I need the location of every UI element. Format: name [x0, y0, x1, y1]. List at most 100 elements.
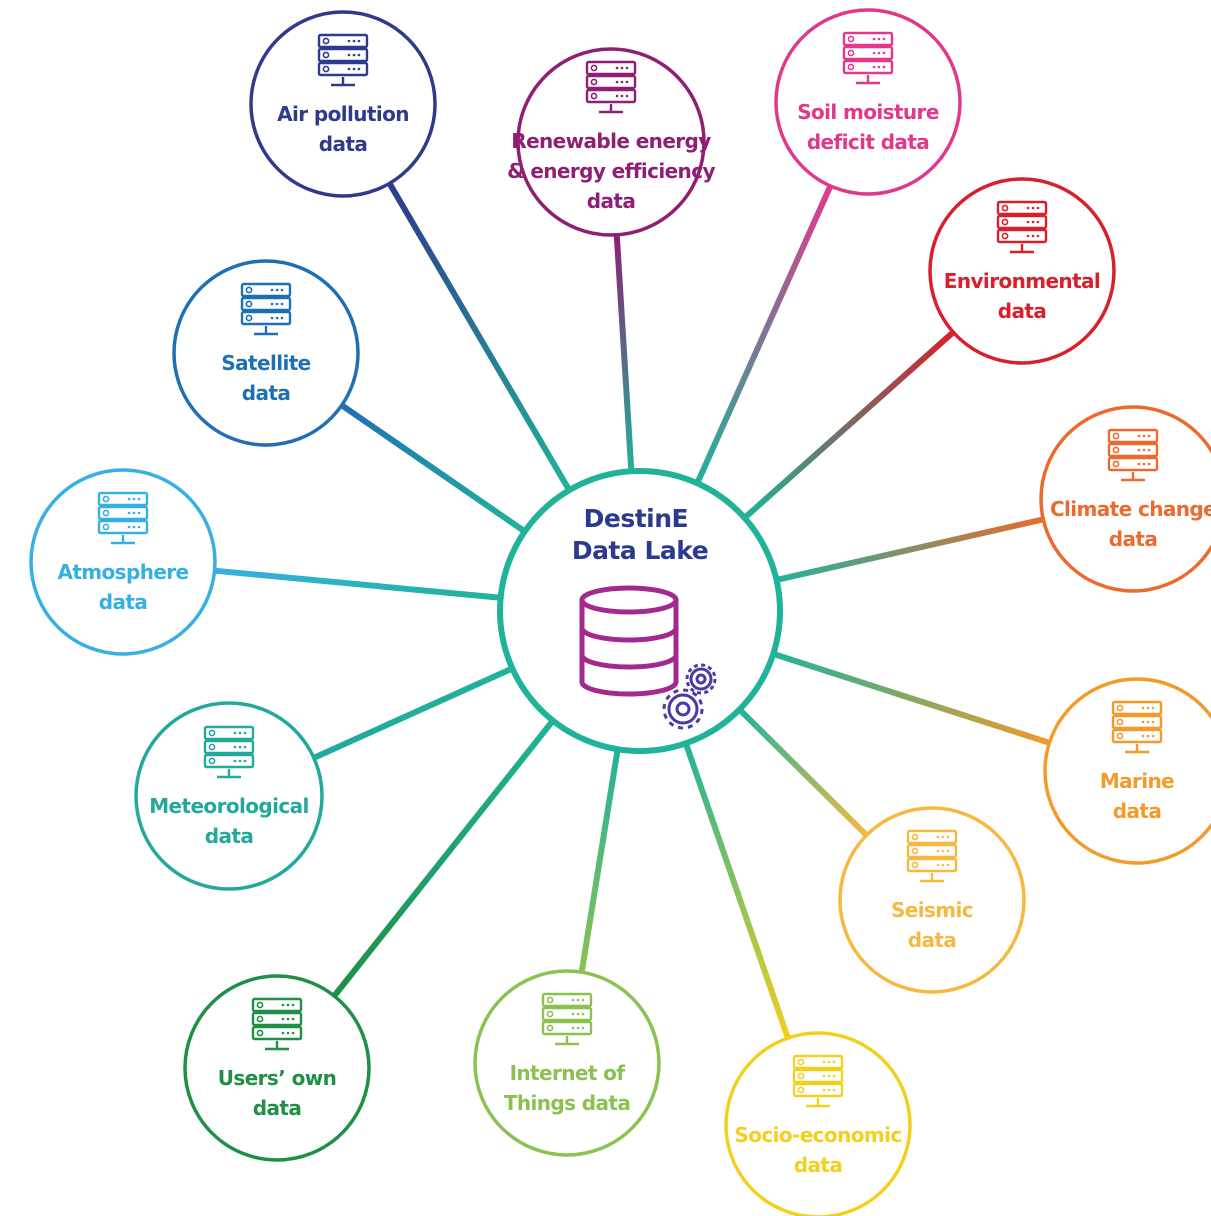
- node-atmosphere-ring: [29, 468, 217, 656]
- hub-title: DestinE Data Lake: [572, 504, 708, 565]
- server-rack-icon: [203, 725, 255, 779]
- node-marine-ring: [1043, 677, 1211, 865]
- connector-soil-moisture: [694, 184, 834, 485]
- node-label-line: data: [99, 590, 147, 614]
- node-label-line: Things data: [504, 1091, 630, 1115]
- node-users-own: Users’ own data: [183, 974, 371, 1162]
- hub-title-line-2: Data Lake: [572, 536, 708, 565]
- node-label-line: Meteorological: [149, 794, 309, 818]
- server-rack-icon: [317, 33, 369, 87]
- connector-meteorological: [312, 665, 514, 761]
- node-label-line: deficit data: [807, 130, 929, 154]
- server-rack-icon: [1107, 428, 1159, 482]
- connector-environmental: [742, 329, 956, 521]
- connector-marine: [772, 651, 1051, 746]
- node-renewable-energy-ring: [516, 47, 706, 237]
- node-label-line: data: [205, 824, 253, 848]
- node-label-line: Atmosphere: [57, 560, 188, 584]
- server-rack-icon: [541, 992, 593, 1046]
- data-source-nodes: Air pollution data Renewable energy & energ…: [29, 8, 1211, 1216]
- node-environmental-label: Environmental data: [944, 269, 1100, 323]
- server-rack-icon: [251, 997, 303, 1051]
- node-users-own-ring: [183, 974, 371, 1162]
- node-label-line: Soil moisture: [797, 100, 939, 124]
- gears-icon: [662, 663, 717, 730]
- connector-internet-of-things: [578, 748, 621, 973]
- node-label-line: data: [242, 381, 290, 405]
- node-air-pollution-ring: [249, 10, 437, 198]
- server-rack-icon: [792, 1054, 844, 1108]
- node-internet-of-things: Internet of Things data: [473, 969, 661, 1157]
- node-soil-moisture: Soil moisture deficit data: [774, 8, 962, 196]
- node-satellite-label: Satellite data: [221, 351, 310, 405]
- node-seismic-ring: [838, 806, 1026, 994]
- node-air-pollution: Air pollution data: [249, 10, 437, 198]
- connector-seismic: [737, 707, 869, 838]
- node-label-line: data: [908, 928, 956, 952]
- node-label-line: data: [998, 299, 1046, 323]
- server-rack-icon: [585, 60, 637, 114]
- node-marine: Marine data: [1043, 677, 1211, 865]
- connector-atmosphere: [214, 567, 501, 601]
- server-rack-icon: [842, 31, 894, 85]
- node-label-line: data: [794, 1153, 842, 1177]
- node-marine-label: Marine data: [1100, 769, 1174, 823]
- node-internet-of-things-label: Internet of Things data: [504, 1061, 630, 1115]
- connector-socio-economic: [682, 742, 791, 1040]
- node-atmosphere-label: Atmosphere data: [57, 560, 188, 614]
- node-label-line: Satellite: [221, 351, 310, 375]
- node-meteorological-label: Meteorological data: [149, 794, 309, 848]
- node-seismic-label: Seismic data: [891, 898, 973, 952]
- server-rack-icon: [1111, 700, 1163, 754]
- node-label-line: Climate change: [1050, 497, 1211, 521]
- node-soil-moisture-ring: [774, 8, 962, 196]
- node-environmental: Environmental data: [928, 177, 1116, 365]
- node-socio-economic-label: Socio-economic data: [734, 1123, 901, 1177]
- connector-satellite: [340, 402, 527, 534]
- node-label-line: & energy efficiency: [507, 159, 715, 183]
- node-meteorological-ring: [134, 701, 324, 891]
- node-label-line: Socio-economic: [734, 1123, 901, 1147]
- destine-data-lake-hub: DestinE Data Lake: [497, 468, 783, 754]
- node-satellite: Satellite data: [172, 259, 360, 447]
- connector-climate-change: [775, 516, 1044, 583]
- node-renewable-energy: Renewable energy & energy efficiency data: [507, 47, 716, 237]
- node-label-line: data: [1109, 527, 1157, 551]
- database-icon: [579, 585, 679, 697]
- node-socio-economic: Socio-economic data: [724, 1031, 912, 1216]
- node-label-line: data: [587, 189, 635, 213]
- node-climate-change-label: Climate change data: [1050, 497, 1211, 551]
- node-soil-moisture-label: Soil moisture deficit data: [797, 100, 939, 154]
- node-label-line: Seismic: [891, 898, 973, 922]
- node-meteorological: Meteorological data: [134, 701, 324, 891]
- node-air-pollution-label: Air pollution data: [277, 102, 409, 156]
- node-label-line: Renewable energy: [511, 129, 711, 153]
- node-label-line: data: [253, 1096, 301, 1120]
- server-rack-icon: [996, 200, 1048, 254]
- node-environmental-ring: [928, 177, 1116, 365]
- node-renewable-energy-label: Renewable energy & energy efficiency data: [507, 129, 715, 213]
- hub-title-line-1: DestinE: [584, 504, 688, 533]
- node-seismic: Seismic data: [838, 806, 1026, 994]
- node-label-line: Air pollution: [277, 102, 409, 126]
- server-rack-icon: [240, 282, 292, 336]
- connector-air-pollution: [386, 181, 572, 492]
- node-label-line: Users’ own: [218, 1066, 337, 1090]
- node-climate-change-ring: [1039, 405, 1211, 593]
- node-climate-change: Climate change data: [1039, 405, 1211, 593]
- node-label-line: data: [319, 132, 367, 156]
- node-satellite-ring: [172, 259, 360, 447]
- node-label-line: Marine: [1100, 769, 1174, 793]
- node-users-own-label: Users’ own data: [218, 1066, 337, 1120]
- server-rack-icon: [97, 491, 149, 545]
- connector-users-own: [331, 718, 556, 998]
- node-label-line: data: [1113, 799, 1161, 823]
- node-label-line: Environmental: [944, 269, 1100, 293]
- connector-lines: [214, 181, 1051, 1040]
- node-label-line: Internet of: [510, 1061, 626, 1085]
- server-rack-icon: [906, 829, 958, 883]
- node-socio-economic-ring: [724, 1031, 912, 1216]
- node-internet-of-things-ring: [473, 969, 661, 1157]
- connector-renewable-energy: [613, 234, 635, 472]
